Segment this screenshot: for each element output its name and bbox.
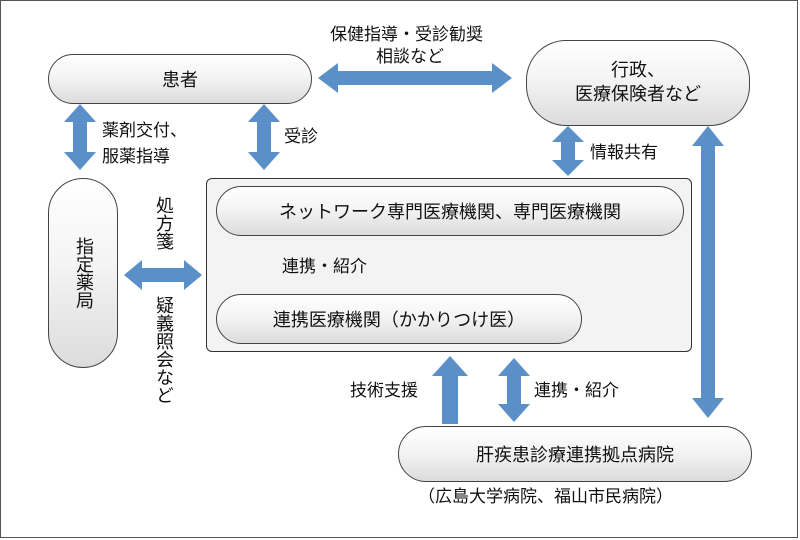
- arrow-patient-consultation: [248, 104, 280, 170]
- network-hospital-node: ネットワーク専門医療機関、専門医療機関: [216, 186, 684, 236]
- pharmacy-node: 指定薬局: [48, 178, 118, 368]
- consultation-label: 受診: [284, 127, 318, 147]
- base-hospital-node: 肝疾患診療連携拠点病院: [398, 426, 752, 482]
- arrow-patient-pharmacy: [64, 104, 96, 170]
- arrow-info-sharing: [552, 126, 584, 176]
- arrow-coop-intro-lower: [498, 358, 530, 422]
- base-hospital-label: 肝疾患診療連携拠点病院: [476, 445, 674, 466]
- health-guidance-label-line2: 相談など: [376, 47, 444, 67]
- arrow-tech-support: [432, 356, 468, 424]
- arrow-patient-administration: [318, 63, 512, 93]
- health-guidance-label-line1: 保健指導・受診勧奨: [330, 25, 483, 45]
- inquiry-label: 疑義照会など: [153, 296, 174, 404]
- administration-label: 行政、 医療保険者など: [575, 60, 701, 105]
- prescription-label: 処方箋: [153, 196, 174, 250]
- arrow-pharmacy-group: [124, 260, 202, 290]
- patient-node: 患者: [48, 54, 312, 104]
- affiliated-clinic-node: 連携医療機関（かかりつけ医）: [216, 294, 582, 344]
- coop-intro-lower-label: 連携・紹介: [534, 381, 619, 401]
- administration-node: 行政、 医療保険者など: [526, 40, 750, 126]
- tech-support-label: 技術支援: [350, 381, 418, 401]
- affiliated-clinic-label: 連携医療機関（かかりつけ医）: [272, 310, 526, 331]
- base-hospital-note: （広島大学病院、福山市民病院）: [418, 487, 673, 507]
- coop-intro-upper-label: 連携・紹介: [282, 257, 367, 277]
- network-hospital-label: ネットワーク専門医療機関、専門医療機関: [279, 202, 621, 223]
- pharmacy-label: 指定薬局: [73, 237, 94, 309]
- info-sharing-label: 情報共有: [590, 143, 658, 163]
- arrow-administration-base-hospital: [692, 126, 724, 418]
- dispensing-label: 薬剤交付、 服薬指導: [102, 121, 187, 167]
- patient-label: 患者: [162, 70, 198, 91]
